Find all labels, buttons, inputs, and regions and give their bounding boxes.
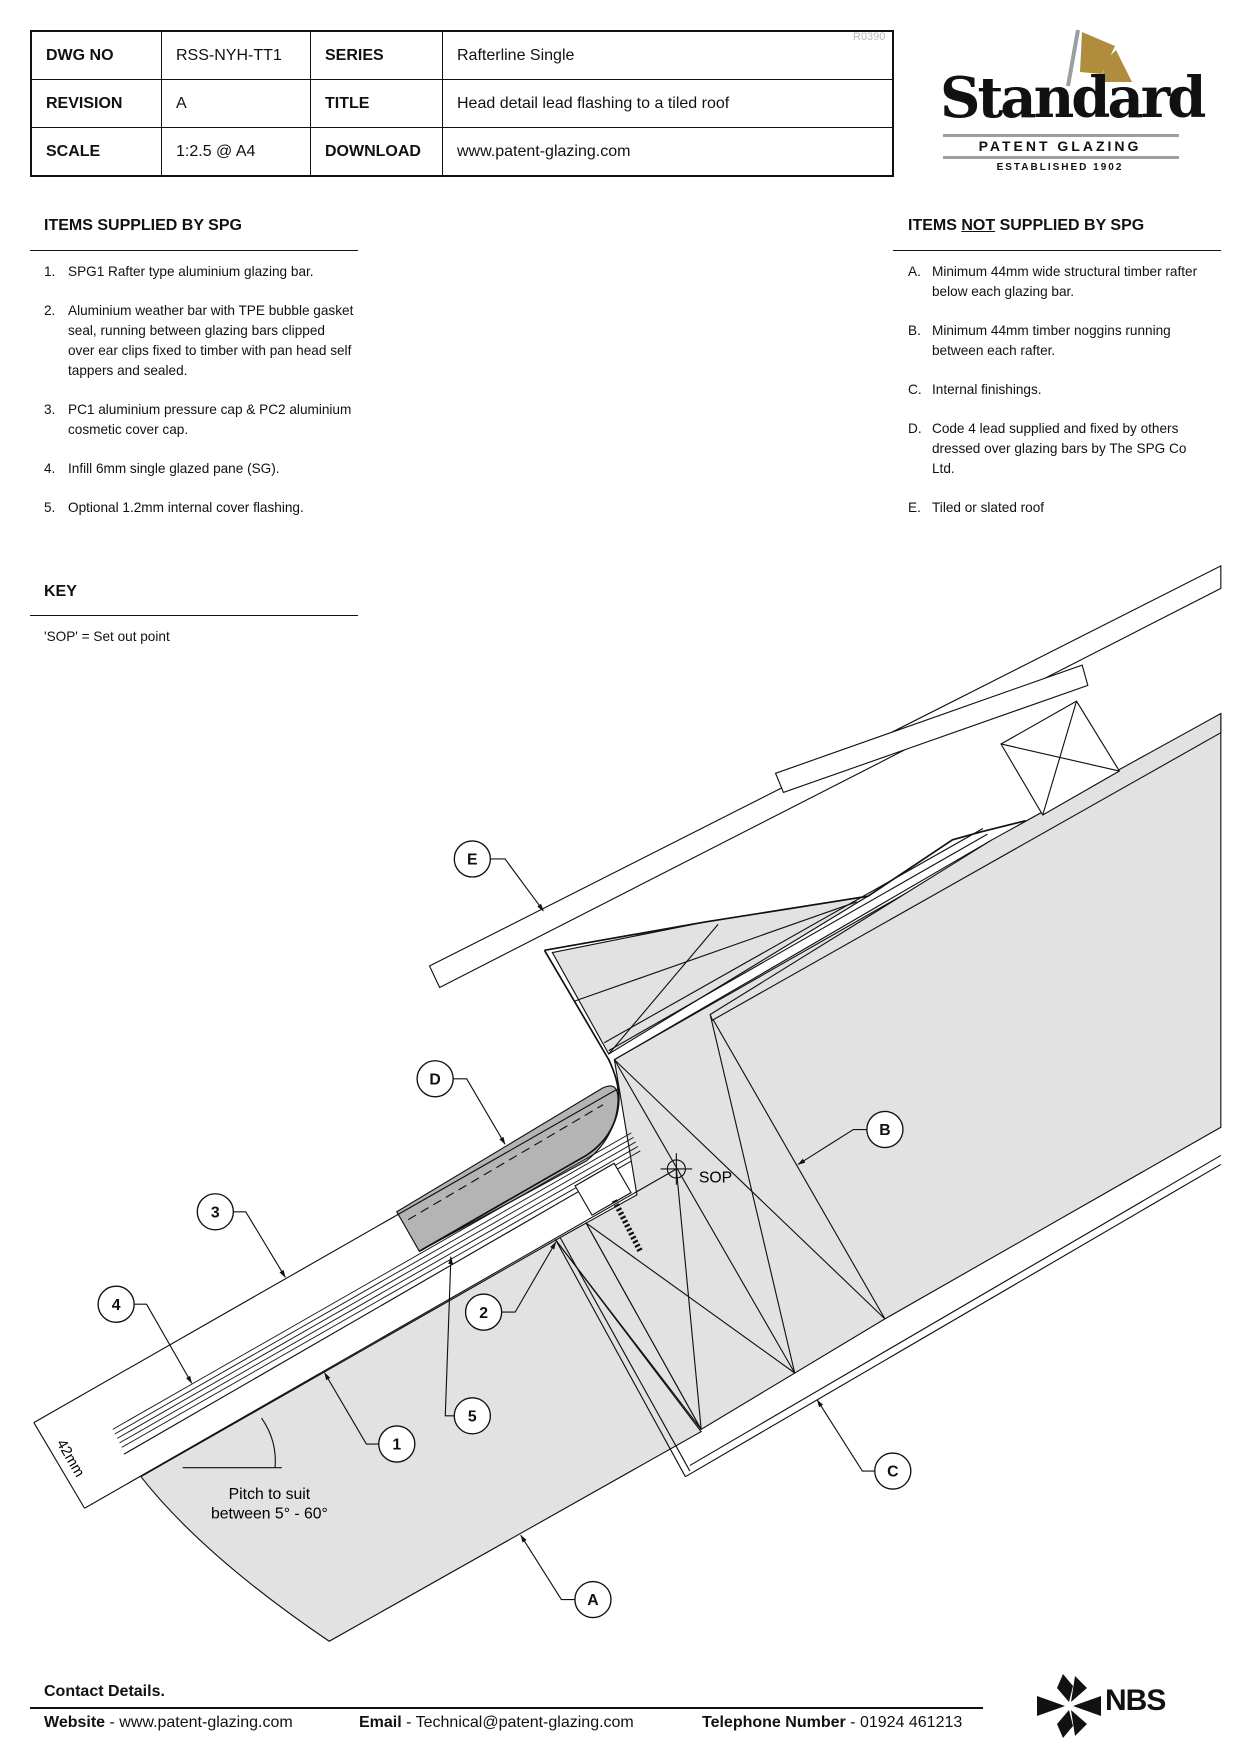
label-title: TITLE (310, 79, 443, 128)
nbs-star-icon (1037, 1674, 1101, 1738)
callout-b: B (879, 1122, 890, 1139)
value-scale: 1:2.5 @ A4 (161, 127, 311, 177)
contact-heading: Contact Details. (44, 1683, 165, 1700)
email-link[interactable]: Technical@patent-glazing.com (415, 1714, 634, 1731)
revision-code: R0390 (853, 31, 886, 43)
value-dwg-no: RSS-NYH-TT1 (161, 30, 311, 80)
callout-3: 3 (211, 1204, 220, 1221)
footer-website: Website - www.patent-glazing.com (44, 1714, 293, 1731)
list-item: 5.Optional 1.2mm internal cover flashing… (44, 500, 304, 515)
footer-email: Email - Technical@patent-glazing.com (359, 1714, 634, 1731)
website-link[interactable]: www.patent-glazing.com (119, 1714, 293, 1731)
pitch-line1: Pitch to suit (229, 1486, 311, 1503)
rafter (140, 1239, 703, 1642)
list-item: 4.Infill 6mm single glazed pane (SG). (44, 461, 280, 476)
divider (30, 250, 358, 251)
callout-c: C (887, 1464, 898, 1481)
standard-logo: Standard PATENT GLAZING ESTABLISHED 1902 (940, 26, 1206, 178)
flag-icon (943, 29, 1179, 159)
callout-a: A (587, 1592, 598, 1609)
batten-region (585, 712, 1222, 1431)
supplied-heading: ITEMS SUPPLIED BY SPG (44, 217, 242, 234)
logo-established: ESTABLISHED 1902 (996, 162, 1124, 173)
callout-5: 5 (468, 1408, 477, 1425)
label-download: DOWNLOAD (310, 127, 443, 177)
sop-label: SOP (699, 1169, 732, 1186)
list-item: E.Tiled or slated roof (908, 500, 1045, 515)
value-download[interactable]: www.patent-glazing.com (442, 127, 894, 177)
list-item: B.Minimum 44mm timber noggins running be… (908, 323, 1171, 358)
footer-phone: Telephone Number - 01924 461213 (702, 1714, 963, 1731)
callout-2: 2 (479, 1305, 488, 1322)
list-item: D.Code 4 lead supplied and fixed by othe… (908, 421, 1187, 476)
list-item: 1.SPG1 Rafter type aluminium glazing bar… (44, 264, 314, 279)
divider (893, 250, 1221, 251)
label-revision: REVISION (30, 79, 162, 128)
value-revision: A (161, 79, 311, 128)
value-title: Head detail lead flashing to a tiled roo… (442, 79, 894, 128)
pitch-line2: between 5° - 60° (211, 1505, 328, 1522)
label-scale: SCALE (30, 127, 162, 177)
not-supplied-list: A.Minimum 44mm wide structural timber ra… (908, 262, 1208, 537)
not-supplied-heading: ITEMS NOT SUPPLIED BY SPG (908, 217, 1145, 234)
dimension-label: 42mm (53, 1437, 87, 1480)
divider (30, 1707, 983, 1709)
callout-d: D (429, 1071, 440, 1088)
nbs-logo: NBS (1037, 1674, 1166, 1743)
title-block: DWG NO RSS-NYH-TT1 SERIES Rafterline Sin… (30, 30, 894, 177)
nbs-text: NBS (1105, 1684, 1166, 1717)
logo-name: Standard (940, 65, 1206, 131)
list-item: A.Minimum 44mm wide structural timber ra… (908, 264, 1198, 299)
divider (30, 615, 358, 616)
roof-tile (774, 664, 1089, 794)
key-text: 'SOP' = Set out point (44, 629, 170, 644)
list-item: C.Internal finishings. (908, 382, 1042, 397)
callout-1: 1 (392, 1437, 401, 1454)
label-series: SERIES (310, 30, 443, 80)
key-heading: KEY (44, 583, 77, 600)
list-item: 3.PC1 aluminium pressure cap & PC2 alumi… (44, 402, 352, 437)
callout-4: 4 (112, 1297, 121, 1314)
list-item: 2.Aluminium weather bar with TPE bubble … (44, 303, 354, 378)
logo-sub: PATENT GLAZING (978, 138, 1142, 154)
callout-e: E (467, 852, 478, 869)
supplied-list: 1.SPG1 Rafter type aluminium glazing bar… (44, 262, 354, 537)
